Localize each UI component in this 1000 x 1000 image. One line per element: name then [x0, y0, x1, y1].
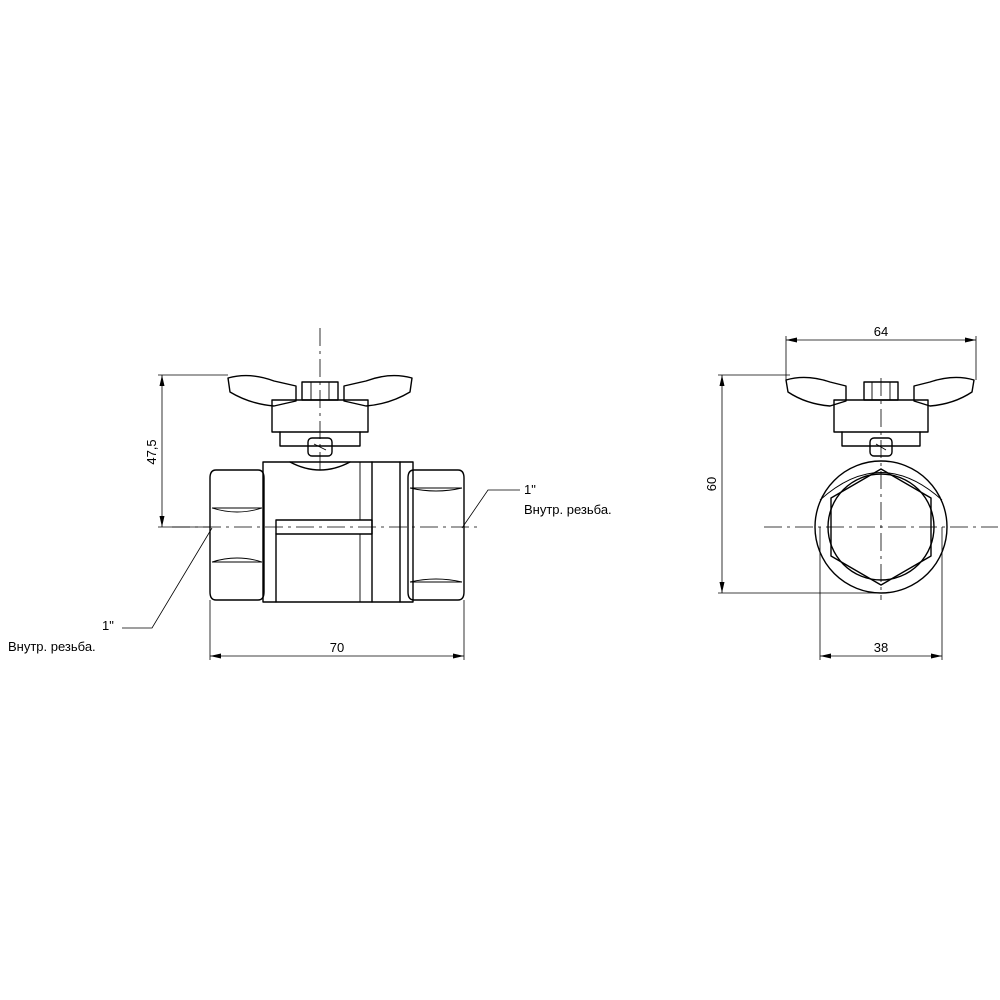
- dim-handle-width-value: 64: [874, 324, 888, 339]
- dim-body-diameter-value: 38: [874, 640, 888, 655]
- left-thread-desc: Внутр. резьба.: [8, 639, 96, 654]
- butterfly-handle: [227, 374, 413, 447]
- dim-height-to-axis-value: 47,5: [144, 439, 159, 464]
- dim-length: 70: [209, 600, 465, 660]
- dim-height-to-axis: 47,5: [144, 374, 228, 528]
- right-thread-size: 1": [524, 482, 536, 497]
- left-thread-callout: 1" Внутр. резьба.: [8, 527, 213, 654]
- right-thread-desc: Внутр. резьба.: [524, 502, 612, 517]
- side-view: 64 60 38: [704, 324, 998, 660]
- right-hex-fitting: [407, 469, 465, 601]
- dim-body-diameter: 38: [819, 527, 943, 660]
- dim-total-height: 60: [704, 374, 881, 594]
- front-view: 47,5 70 1" Внутр. резьба. 1" Внутр. резь…: [8, 328, 612, 660]
- dim-handle-width: 64: [785, 324, 977, 380]
- dim-length-value: 70: [330, 640, 344, 655]
- stem-nut: [307, 437, 333, 457]
- left-hex-fitting: [209, 469, 265, 601]
- dim-total-height-value: 60: [704, 477, 719, 491]
- valve-body: [262, 461, 414, 603]
- side-butterfly-handle: [785, 376, 975, 447]
- right-thread-callout: 1" Внутр. резьба.: [461, 482, 612, 529]
- left-thread-size: 1": [102, 618, 114, 633]
- side-stem-nut: [869, 437, 893, 457]
